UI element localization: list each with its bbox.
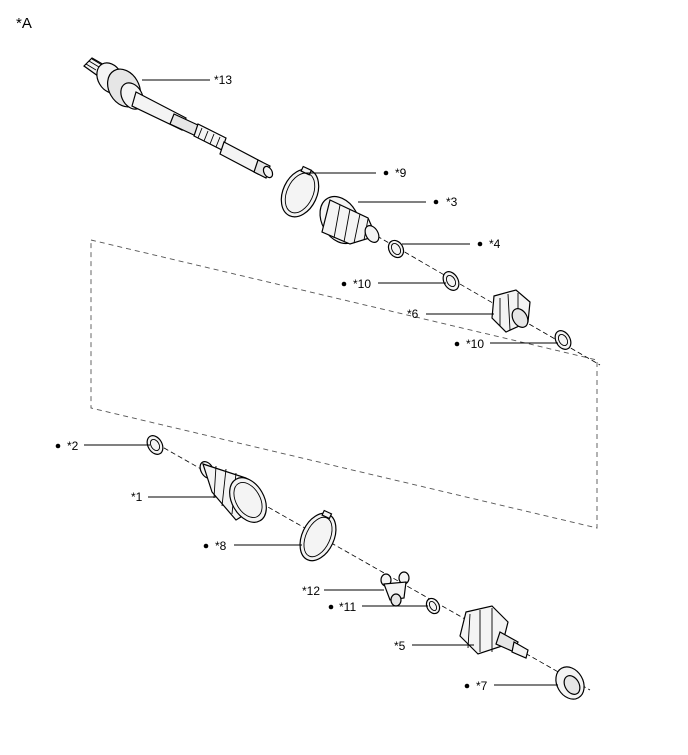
- tripod-joint-part-12: [380, 571, 410, 607]
- reference-outline: [90, 239, 598, 529]
- boot-clamp-part-8: [299, 509, 337, 562]
- bullet-11: [328, 604, 334, 610]
- dust-seal-part-7: [555, 666, 585, 700]
- callout-4: *4: [489, 237, 501, 251]
- callout-1: *1: [131, 490, 143, 504]
- callout-9: *9: [395, 166, 407, 180]
- bullet-7: [464, 683, 470, 689]
- callout-5: *5: [394, 639, 406, 653]
- bullet-8: [203, 543, 209, 549]
- clamp-part-2: [146, 435, 164, 455]
- callout-6: *6: [407, 307, 419, 321]
- callout-10b: *10: [466, 337, 484, 351]
- callout-13: *13: [214, 73, 232, 87]
- assembly-axis-upper: [369, 231, 601, 366]
- snap-ring-part-11: [425, 597, 441, 615]
- callout-8: *8: [215, 539, 227, 553]
- bullet-4: [477, 241, 483, 247]
- bullet-10b: [454, 341, 460, 347]
- callout-12: *12: [302, 584, 320, 598]
- snap-ring-part-4: [387, 239, 405, 259]
- inboard-joint-housing-part-5: [459, 605, 529, 659]
- joint-housing-part-6: [491, 289, 531, 333]
- callout-7: *7: [476, 679, 488, 693]
- callout-11: *11: [339, 600, 356, 614]
- view-label: *A: [16, 15, 32, 32]
- callout-3: *3: [446, 195, 458, 209]
- callout-2: *2: [67, 439, 79, 453]
- inboard-boot-part-1: [199, 461, 267, 523]
- bullet-2: [55, 443, 61, 449]
- drive-shaft-part-13: [83, 57, 274, 179]
- clamp-part-10-upper: [442, 271, 460, 291]
- outboard-boot-part-3: [319, 195, 380, 245]
- bullet-10a: [341, 281, 347, 287]
- bullet-3: [433, 199, 439, 205]
- boot-clamp-part-9: [280, 165, 320, 218]
- bullet-9: [383, 170, 389, 176]
- callout-10a: *10: [353, 277, 371, 291]
